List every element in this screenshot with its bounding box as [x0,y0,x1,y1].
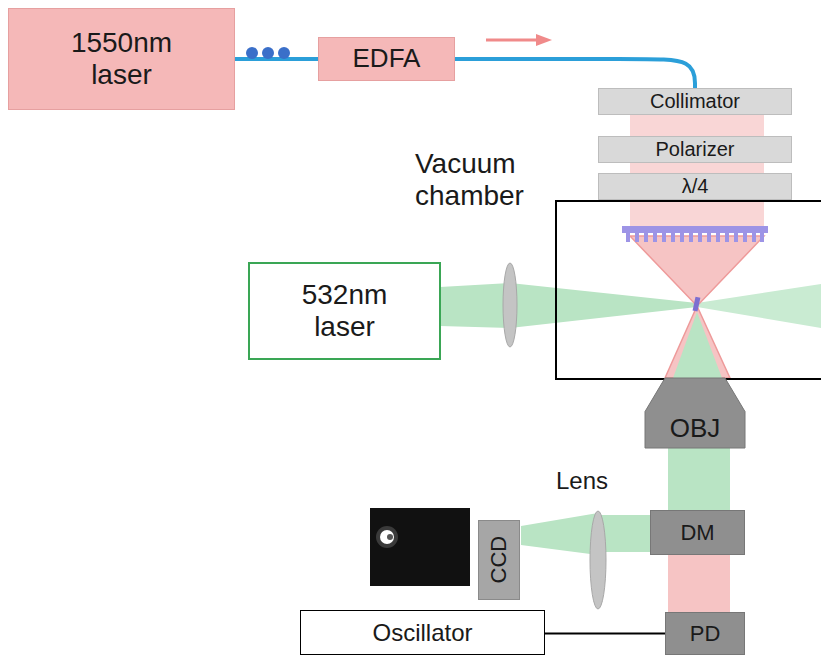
metalens [622,226,768,233]
green-beam [697,284,821,328]
node-text: Polarizer [656,138,735,161]
objective-outline [645,378,745,448]
camera-spot-core [387,534,393,540]
direction-arrow-head [536,34,552,46]
green-beam [521,513,598,555]
objective: OBJ [645,378,745,448]
node-text: CCD [486,536,511,584]
laser-box: 532nm laser [248,262,441,360]
amplifier-box: EDFA [318,37,455,81]
camera-image [370,508,470,586]
mirror-box: DM [650,510,745,555]
fiber-loop-dot [278,47,290,59]
ir-beam [630,115,764,228]
green-beam [668,448,730,510]
green-beam-cone [673,312,722,378]
optical-fiber [235,57,318,61]
node-text: Oscillator [372,619,472,647]
node-text: λ/4 [682,175,709,198]
ir-beam-cone [665,306,730,378]
optic-box: λ/4 [598,173,792,200]
detector-box: PD [665,612,745,655]
node-text: Collimator [650,90,740,113]
fiber-loop-dot [262,47,274,59]
camera-spot [380,530,394,544]
instrument-box: Oscillator [300,610,545,655]
node-text: OBJ [670,414,721,444]
node-text: PD [690,621,721,646]
direction-arrow [486,39,538,42]
node-text: 1550nm laser [57,27,187,91]
fiber-loop-dot [246,47,258,59]
signal-cable [545,633,665,635]
laser-box: 1550nm laser [8,8,235,110]
camera-box: CCD [478,520,520,600]
ir-beam-cone [630,236,764,306]
green-beam [440,283,697,328]
vacuum-chamber: Vacuum chamber [555,200,821,380]
optic-box: Collimator [598,88,792,115]
node-text: EDFA [353,44,421,74]
node-text: 532nm laser [290,279,400,343]
part-label: Lens [556,467,608,495]
lens-symbol [503,263,517,347]
particle [693,297,701,312]
node-text: DM [680,520,714,545]
metalens-teeth [626,233,764,242]
camera-spot-halo [376,526,398,548]
lens-symbol [590,511,606,609]
chamber-heading: Vacuum chamber [415,148,553,212]
optical-fiber [455,59,695,88]
optic-box: Polarizer [598,136,792,163]
ir-beam [668,555,730,612]
